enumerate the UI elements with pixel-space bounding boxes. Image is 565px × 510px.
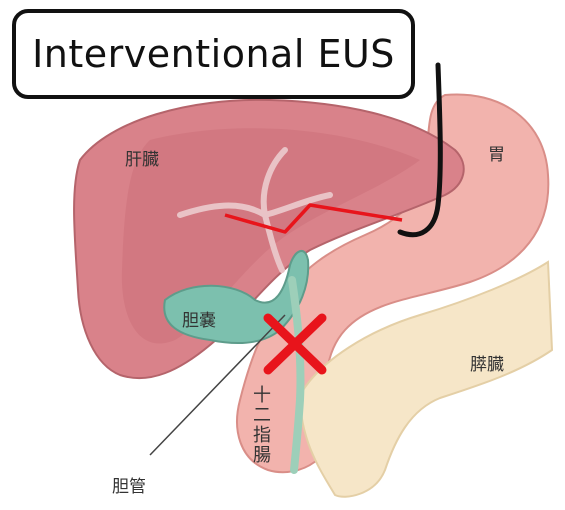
title-box: Interventional EUS xyxy=(12,9,415,99)
duodenum-label: 十二指腸 xyxy=(247,385,273,465)
bile-duct-label: 胆管 xyxy=(112,472,146,497)
liver-label: 肝臓 xyxy=(125,145,159,170)
stomach-label: 胃 xyxy=(488,140,505,165)
pancreas-label: 膵臓 xyxy=(470,350,504,375)
gallbladder-label: 胆嚢 xyxy=(182,306,216,331)
